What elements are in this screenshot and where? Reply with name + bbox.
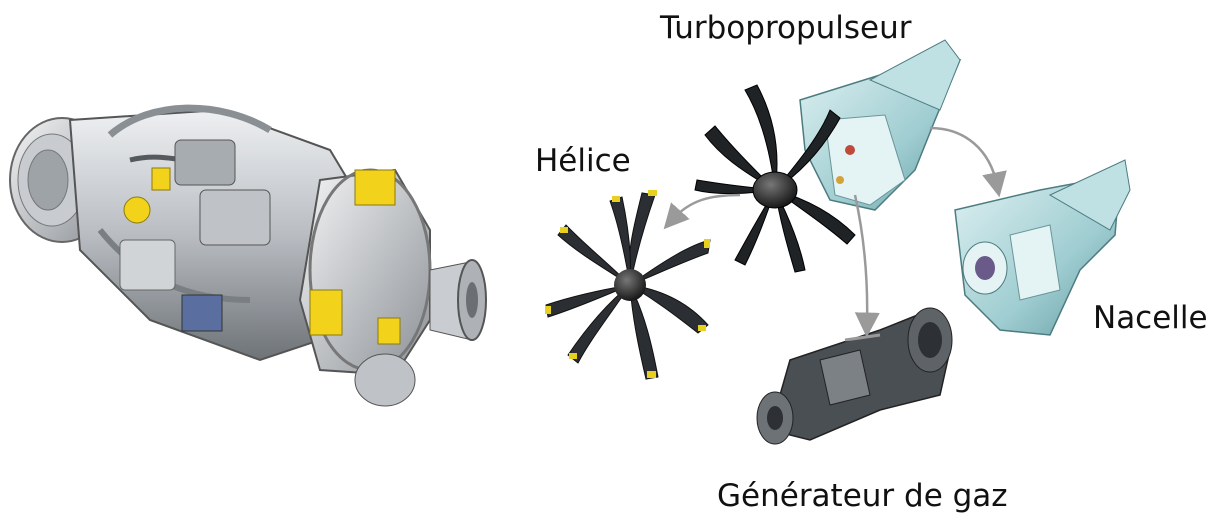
gas-generator-illustration: [757, 308, 952, 444]
arrow-to-gas-generator: [855, 195, 867, 325]
label-nacelle: Nacelle: [1093, 300, 1208, 336]
engine-assembly-illustration: [10, 108, 486, 406]
arrow-to-nacelle: [930, 128, 997, 185]
label-turboprop: Turbopropulseur: [660, 10, 912, 46]
label-propeller: Hélice: [535, 143, 631, 179]
label-gas-generator: Générateur de gaz: [717, 478, 1008, 514]
propeller-illustration: [545, 190, 710, 379]
turboprop-illustration: [695, 40, 960, 272]
arrow-to-propeller: [672, 195, 740, 220]
